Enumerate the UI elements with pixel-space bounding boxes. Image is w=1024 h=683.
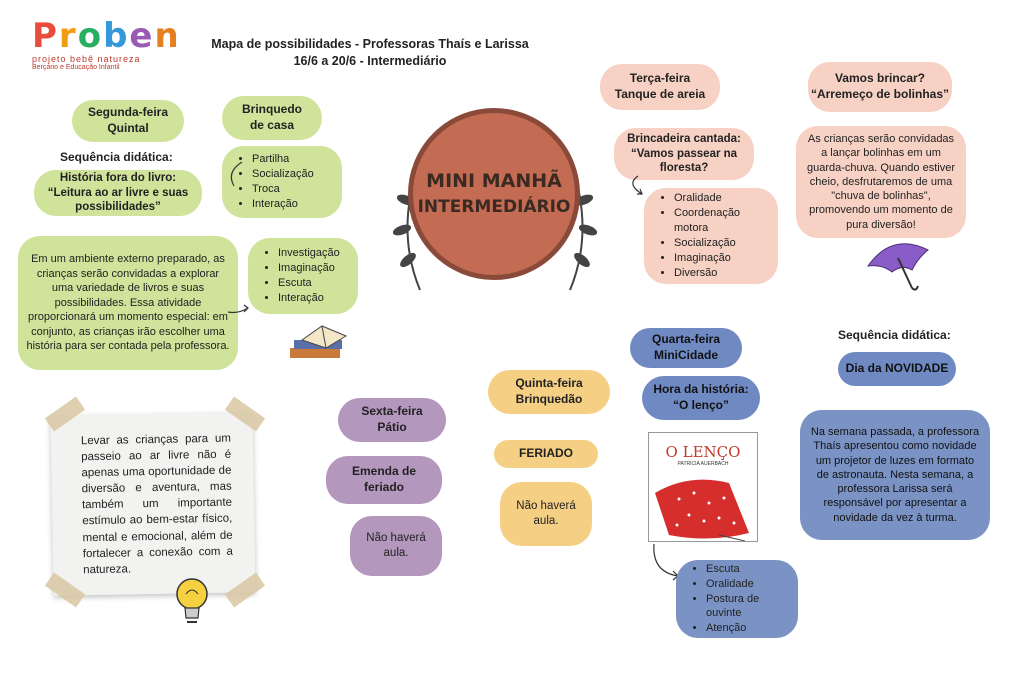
list-item: Imaginação: [278, 261, 340, 276]
book-cover: O LENÇO PATRICIA AUERBACH: [648, 432, 758, 542]
tuesday-day: Terça-feira: [629, 71, 691, 86]
logo-letter: r: [58, 16, 78, 56]
list-item: Oralidade: [706, 577, 784, 592]
wednesday-sequence-label: Sequência didática:: [838, 328, 951, 342]
list-item: Partilha: [252, 152, 314, 167]
list-item: Interação: [278, 291, 340, 306]
thursday-status-bubble: FERIADO: [494, 440, 598, 468]
wednesday-novelty-desc: Na semana passada, a professora Thaís ap…: [800, 410, 990, 540]
logo-letter: n: [154, 16, 181, 56]
logo-letter: b: [103, 16, 130, 56]
monday-place: Quintal: [107, 121, 149, 135]
list-item: Postura de ouvinte: [706, 592, 784, 622]
list-item: Escuta: [706, 562, 784, 577]
tuesday-game-title: Vamos brincar?: [834, 71, 926, 86]
monday-story-bubble: História fora do livro: “Leitura ao ar l…: [34, 170, 202, 216]
center-title-line1: MINI MANHÃ: [426, 170, 562, 192]
monday-reading-skill-list: Investigação Imaginação Escuta Interação: [262, 246, 340, 305]
wednesday-story-name: “O lenço”: [672, 398, 729, 412]
center-title-line2: INTERMEDIÁRIO: [417, 197, 571, 217]
list-item: Coordenação motora: [674, 206, 758, 236]
red-cloth-illustration: [655, 479, 749, 541]
monday-day-bubble: Segunda-feira Quintal: [72, 100, 184, 142]
thursday-day: Quinta-feira: [515, 376, 583, 391]
logo-letter: e: [129, 16, 155, 56]
monday-toy-skill-list: Partilha Socialização Troca Interação: [236, 152, 314, 211]
monday-note: Levar as crianças para um passeio ao ar …: [50, 412, 256, 596]
monday-note-text: Levar as crianças para um passeio ao ar …: [80, 432, 233, 576]
book-cover-title: O LENÇO: [665, 443, 741, 461]
tuesday-day-bubble: Terça-feira Tanque de areia: [600, 64, 720, 110]
list-item: Oralidade: [674, 191, 758, 206]
list-item: Imaginação: [674, 251, 758, 266]
friday-day: Sexta-feira: [361, 404, 423, 419]
center-circle: MINI MANHÃ INTERMEDIÁRIO: [408, 108, 580, 280]
friday-place: Pátio: [377, 420, 407, 434]
tuesday-game-name: “Arremeço de bolinhas”: [810, 87, 950, 101]
friday-note-bubble: Não haverá aula.: [350, 516, 442, 576]
thursday-day-bubble: Quinta-feira Brinquedão: [488, 370, 610, 414]
tuesday-song-title: Brincadeira cantada:: [627, 132, 741, 145]
wednesday-story-title: Hora da história:: [653, 382, 749, 397]
wednesday-novelty-title: Dia da NOVIDADE: [845, 361, 949, 376]
logo-letter: P: [32, 16, 59, 56]
logo-line2: Berçário e Educação Infantil: [32, 64, 120, 71]
tuesday-skill-list: Oralidade Coordenação motora Socializaçã…: [658, 191, 758, 280]
wednesday-skill-list: Escuta Oralidade Postura de ouvinte Aten…: [690, 562, 784, 636]
monday-toy-skills: Partilha Socialização Troca Interação: [222, 146, 342, 218]
thursday-note-bubble: Não haverá aula.: [500, 482, 592, 546]
monday-day: Segunda-feira: [87, 105, 168, 120]
thursday-place: Brinquedão: [515, 392, 583, 406]
monday-story-name: “Leitura ao ar livre e suas possibilidad…: [47, 186, 189, 214]
arrow-icon: [227, 304, 249, 314]
tuesday-place: Tanque de areia: [614, 87, 706, 101]
page-subtitle: 16/6 a 20/6 - Intermediário: [293, 54, 447, 68]
friday-status-bubble: Emenda de feriado: [326, 456, 442, 504]
thursday-status: FERIADO: [519, 446, 573, 461]
wednesday-day-bubble: Quarta-feira MiniCidade: [630, 328, 742, 368]
list-item: Investigação: [278, 246, 340, 261]
monday-description: Em um ambiente externo preparado, as cri…: [18, 236, 238, 370]
lightbulb-icon: [176, 578, 208, 623]
list-item: Escuta: [278, 276, 340, 291]
tuesday-game-desc: As crianças serão convidadas a lançar bo…: [796, 126, 966, 238]
arrow-icon: [632, 175, 643, 195]
umbrella-icon: [866, 243, 929, 291]
monday-sequence-label: Sequência didática:: [60, 150, 173, 164]
tuesday-song-name: “Vamos passear na floresta?: [630, 147, 738, 175]
tuesday-skills: Oralidade Coordenação motora Socializaçã…: [644, 188, 778, 284]
friday-day-bubble: Sexta-feira Pátio: [338, 398, 446, 442]
wednesday-story-bubble: Hora da história: “O lenço”: [642, 376, 760, 420]
list-item: Socialização: [252, 167, 314, 182]
arrow-icon: [230, 161, 243, 187]
friday-note: Não haverá aula.: [366, 532, 426, 559]
list-item: Atenção: [706, 621, 784, 636]
thursday-note: Não haverá aula.: [516, 500, 576, 527]
book-cover-author: PATRICIA AUERBACH: [677, 461, 729, 467]
logo: Proben projeto bebê natureza Berçário e …: [32, 18, 182, 73]
monday-reading-skills: Investigação Imaginação Escuta Interação: [248, 238, 358, 314]
monday-toy-bubble: Brinquedo de casa: [222, 96, 322, 140]
books-icon: [290, 325, 348, 358]
list-item: Diversão: [674, 266, 758, 281]
logo-word: Proben: [32, 18, 182, 54]
logo-line1: projeto bebê natureza: [32, 54, 141, 64]
friday-status: Emenda de feriado: [351, 464, 417, 494]
list-item: Socialização: [674, 236, 758, 251]
list-item: Troca: [252, 182, 314, 197]
wednesday-place: MiniCidade: [653, 348, 718, 362]
tuesday-song-bubble: Brincadeira cantada: “Vamos passear na f…: [614, 128, 754, 180]
monday-toy-title: Brinquedo de casa: [242, 102, 302, 132]
header: Mapa de possibilidades - Professoras Tha…: [190, 36, 550, 70]
wednesday-skills: Escuta Oralidade Postura de ouvinte Aten…: [676, 560, 798, 638]
logo-letter: o: [77, 16, 104, 56]
tuesday-game-bubble: Vamos brincar? “Arremeço de bolinhas”: [808, 62, 952, 112]
monday-story-title: História fora do livro:: [59, 171, 177, 184]
list-item: Interação: [252, 197, 314, 212]
wednesday-day: Quarta-feira: [651, 332, 721, 347]
wednesday-novelty-bubble: Dia da NOVIDADE: [838, 352, 956, 386]
page-title: Mapa de possibilidades - Professoras Tha…: [211, 37, 529, 51]
